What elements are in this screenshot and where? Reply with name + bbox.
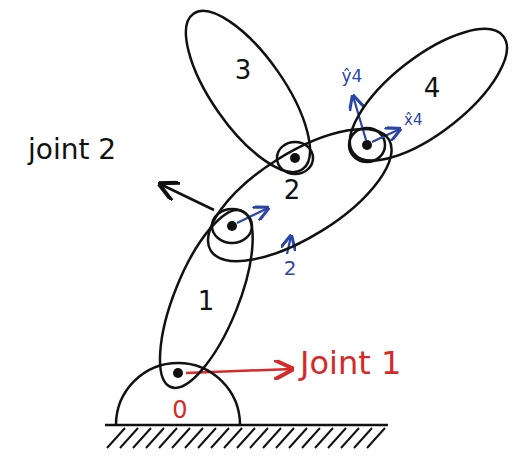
link-number: 2 xyxy=(284,177,301,203)
joint-circles xyxy=(212,128,385,243)
link-outline-ellipse xyxy=(330,7,515,184)
link-outline-ellipse xyxy=(164,0,332,190)
link-outline-ellipse xyxy=(141,199,272,399)
axis-label: ŷ4 xyxy=(342,68,363,85)
base-link: 0 xyxy=(114,361,242,427)
axis-label: x̂4 xyxy=(404,113,422,128)
base-outline xyxy=(116,363,240,425)
link-number: 3 xyxy=(235,57,252,83)
link-ellipse: 3 xyxy=(184,9,312,174)
link-number: 0 xyxy=(172,398,187,422)
joint-callout: Joint 1 xyxy=(300,347,401,379)
joint-dots xyxy=(173,140,372,378)
ground xyxy=(105,425,388,448)
link-ellipse: 1 xyxy=(158,208,255,390)
link-number: 4 xyxy=(424,75,441,101)
link-number: 1 xyxy=(198,288,215,314)
link-outline-ellipse xyxy=(189,104,412,287)
link-ellipse: 4 xyxy=(348,27,509,162)
joint-callout: joint 2 xyxy=(28,136,116,164)
frame-label: 2 xyxy=(284,258,297,278)
link-ellipse: 2 xyxy=(206,127,394,263)
frame-arrows xyxy=(237,96,400,254)
joint2-leader xyxy=(160,184,214,210)
link-outline xyxy=(184,9,312,174)
joint1-leader xyxy=(186,369,292,373)
